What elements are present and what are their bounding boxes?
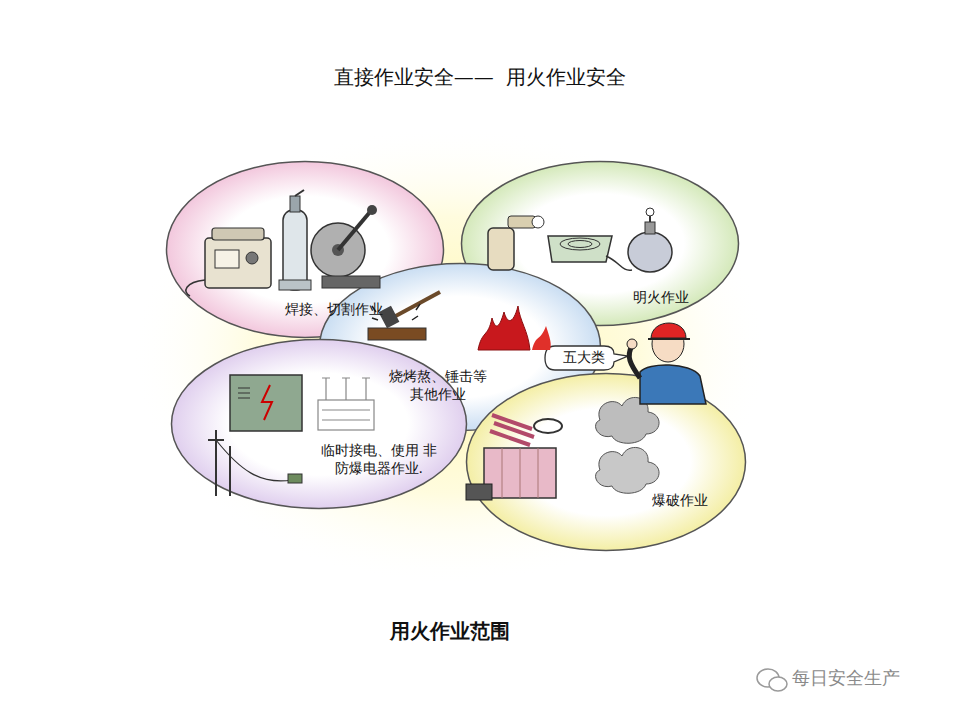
category-ellipse: 临时接电、使用 非防爆电器作业. (170, 338, 468, 510)
watermark-icon (757, 669, 779, 687)
bubble-outline (545, 346, 628, 370)
welding-machine (215, 250, 239, 268)
category-ellipse: 焊接、切割作业 (165, 160, 445, 339)
worker-figure (627, 339, 637, 349)
electric-hotplate (568, 241, 592, 248)
node-outline (170, 338, 468, 510)
explosive-box (502, 448, 538, 498)
cutting-machine (322, 276, 380, 288)
cutting-machine (367, 205, 377, 215)
smoke-clouds (596, 447, 660, 493)
detonators (490, 415, 562, 445)
category-label: 焊接、切割作业 (222, 301, 445, 319)
title: 直接作业安全—— 用火作业安全 (0, 64, 960, 91)
category-label: 临时接电、使用 非防爆电器作业. (320, 442, 438, 477)
glow (130, 125, 770, 585)
welding-machine (212, 228, 264, 240)
worker-figure (652, 326, 684, 362)
substation (318, 378, 374, 430)
gas-cylinder (283, 210, 307, 290)
electric-hotplate (560, 238, 600, 250)
smoke-clouds (596, 397, 660, 443)
detonators (490, 415, 534, 445)
watermark-icon (757, 669, 787, 691)
substation (326, 378, 366, 400)
detonators (534, 419, 562, 433)
hammer (392, 292, 440, 318)
ellipse-outline (467, 374, 746, 551)
electric-panel (230, 375, 302, 431)
electric-hotplate (548, 236, 612, 262)
blowtorch (488, 216, 544, 270)
cutting-machine (311, 223, 365, 277)
explosive-box (466, 448, 556, 500)
ellipse-outline (172, 340, 467, 509)
hammer (372, 304, 420, 320)
explosive-box (466, 484, 492, 500)
gas-cylinder (290, 196, 300, 212)
speech-bubble: 五大类 (545, 346, 614, 370)
welding-machine (186, 228, 271, 296)
blowtorch (508, 216, 536, 228)
substation (322, 410, 370, 420)
flames (478, 306, 530, 350)
gas-stove-tank (628, 208, 672, 272)
hammer (379, 306, 400, 328)
node-outline (465, 372, 747, 552)
worker-figure (651, 323, 686, 338)
welding-machine (246, 252, 258, 264)
flames (532, 326, 551, 350)
flames (478, 306, 551, 350)
temporary-wire (208, 430, 302, 496)
cutting-machine (332, 244, 344, 256)
electric-panel (230, 375, 302, 431)
cutting-machine (311, 205, 380, 288)
gas-stove-tank (649, 214, 651, 222)
gas-cylinder (279, 280, 311, 290)
category-label: 烧烤熬、锤击等 其他作业 (386, 368, 490, 403)
blowtorch (532, 216, 544, 228)
blowtorch (488, 228, 514, 270)
gas-cylinder (295, 190, 304, 196)
temporary-wire (229, 446, 231, 496)
hammer (368, 328, 426, 340)
category-label: 明火作业 (582, 289, 740, 307)
worker-figure (627, 323, 706, 404)
caption: 用火作业范围 (300, 618, 600, 645)
worker-figure (629, 346, 640, 378)
watermark-icon (769, 677, 787, 691)
worker-figure (648, 338, 690, 340)
temporary-wire (208, 439, 224, 441)
electric-panel (238, 388, 250, 398)
gas-stove-tank (646, 208, 654, 216)
watermark: 每日安全生产 (792, 666, 900, 690)
temporary-wire (288, 474, 302, 483)
substation (318, 400, 374, 430)
substation (322, 377, 370, 378)
worker-figure (640, 365, 706, 404)
bubble-text: 五大类 (554, 349, 614, 367)
cutting-machine (338, 212, 370, 250)
gas-stove-tank (645, 222, 655, 234)
explosive-box (484, 448, 556, 498)
electric-hotplate (548, 236, 632, 270)
electric-panel (262, 385, 272, 420)
hammer (368, 292, 440, 340)
temporary-wire (215, 430, 217, 496)
category-ellipse: 爆破作业 (465, 372, 747, 552)
category-label: 爆破作业 (613, 492, 747, 510)
smoke-clouds (596, 397, 660, 493)
welding-machine (186, 280, 205, 296)
gas-stove-tank (628, 232, 672, 272)
gas-cylinder (279, 190, 311, 290)
electric-hotplate (606, 256, 632, 270)
temporary-wire (216, 440, 292, 481)
welding-machine (205, 238, 271, 288)
